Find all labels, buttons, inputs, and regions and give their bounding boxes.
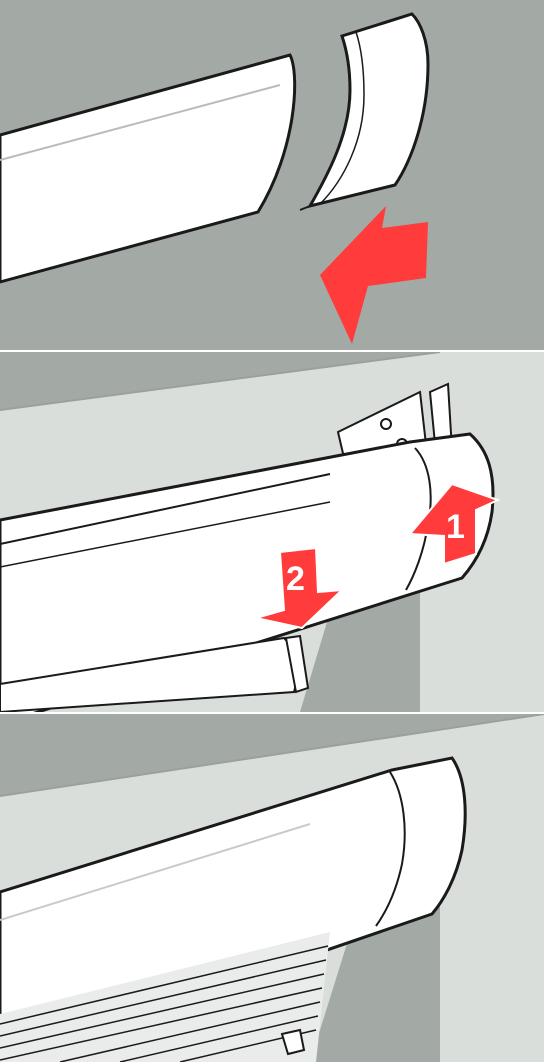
end-cap-edge (319, 31, 365, 205)
up-arrow-icon (407, 482, 501, 566)
frame-edge (0, 714, 544, 797)
bracket-screw-1 (380, 418, 392, 430)
rail-groove-lower (0, 501, 331, 568)
step-1-label: 1 (446, 508, 465, 546)
head-rail (0, 53, 297, 284)
step-2-label: 2 (286, 560, 305, 598)
panel-attach-end-cap (0, 0, 544, 350)
frame-edge (0, 352, 441, 411)
end-cap-seam (375, 771, 406, 927)
panel-clip-rail: 1 2 (0, 352, 544, 712)
end-cap-icon (306, 12, 430, 209)
panel-3-drawing (0, 714, 544, 1062)
red-insert-arrow-icon (320, 206, 428, 344)
rail-groove (0, 473, 331, 545)
bottom-bar-clip (284, 634, 310, 694)
pleat-lines (0, 945, 329, 1062)
bottom-bar-clip (280, 1028, 306, 1056)
rail-highlight (0, 823, 311, 921)
end-cap-tip (299, 205, 311, 211)
panel-assembled (0, 714, 544, 1062)
panel-1-drawing (0, 0, 544, 350)
panel-2-drawing: 1 2 (0, 352, 544, 712)
rail-highlight (0, 84, 281, 161)
head-rail (0, 432, 495, 712)
down-arrow-icon (255, 546, 345, 630)
